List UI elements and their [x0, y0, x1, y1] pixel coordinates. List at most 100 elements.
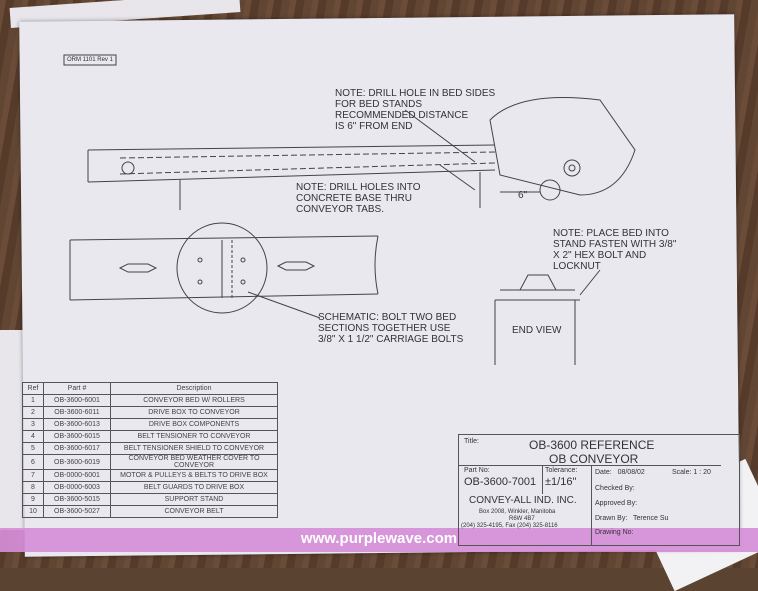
scale-label: Scale: [672, 469, 692, 476]
cell-part-number: OB-3600-6019 [43, 454, 111, 470]
note-schematic: SCHEMATIC: BOLT TWO BED SECTIONS TOGETHE… [318, 312, 463, 345]
cell-part-number: OB-0000-6003 [43, 481, 111, 494]
note-line: 3/8" X 1 1/2" CARRIAGE BOLTS [318, 334, 464, 345]
cell-ref: 1 [22, 394, 44, 407]
note-drill-base: NOTE: DRILL HOLES INTO CONCRETE BASE THR… [296, 182, 420, 215]
approved-by: Approved By: [595, 500, 638, 507]
cell-part-number: OB-0000-6001 [43, 469, 111, 482]
drawn-by-label: Drawn By: [595, 515, 628, 522]
drawing-no: Drawing No: [595, 529, 634, 536]
cell-ref: 3 [22, 418, 44, 431]
header-description: Description [110, 382, 278, 395]
watermark-band [0, 528, 758, 552]
cell-description: CONVEYOR BED WEATHER COVER TO CONVEYOR [110, 454, 278, 470]
note-line: RECOMMENDED DISTANCE [335, 110, 469, 121]
note-line: X 2" HEX BOLT AND [553, 250, 647, 261]
end-view [494, 269, 601, 365]
dimension-label: 6" [518, 190, 528, 201]
company-name: CONVEY-ALL IND. INC. [469, 495, 577, 506]
cell-part-number: OB-3600-5027 [43, 505, 111, 518]
cell-part-number: OB-3600-5015 [43, 493, 111, 506]
cell-ref: 5 [22, 442, 44, 455]
cell-part-number: OB-3600-6011 [43, 406, 111, 419]
date-field: Date: 08/08/02 [595, 469, 645, 476]
conveyor-side-view [87, 97, 636, 210]
cell-description: BELT TENSIONER SHIELD TO CONVEYOR [110, 442, 278, 455]
bed-joint-plan-view [69, 222, 379, 319]
checked-by: Checked By: [595, 485, 635, 492]
cell-description: DRIVE BOX TO CONVEYOR [110, 406, 278, 419]
phone: (204) 325-4195, Fax (204) 325-8116 [461, 523, 558, 529]
cell-ref: 6 [22, 454, 44, 470]
note-line: FOR BED STANDS [335, 99, 423, 110]
header-part: Part # [43, 382, 111, 395]
scale: 1 : 20 [693, 469, 711, 476]
cell-description: CONVEYOR BELT [110, 505, 278, 518]
cell-description: DRIVE BOX COMPONENTS [110, 418, 278, 431]
cell-ref: 7 [22, 469, 44, 482]
tolerance-label: Tolerance: [545, 467, 578, 474]
note-line: NOTE: PLACE BED INTO [553, 228, 669, 239]
divider [542, 466, 543, 494]
cell-description: MOTOR & PULLEYS & BELTS TO DRIVE BOX [110, 469, 278, 482]
divider [591, 466, 592, 546]
cell-ref: 8 [22, 481, 44, 494]
tolerance: ±1/16" [545, 476, 577, 488]
note-line: CONVEYOR TABS. [296, 204, 384, 215]
address-line: R6W 4B7 [509, 516, 535, 522]
scale-field: Scale: 1 : 20 [672, 469, 711, 476]
cell-ref: 10 [22, 505, 44, 518]
conveyor-drawing [63, 54, 636, 365]
title-cell [459, 435, 721, 466]
header-ref: Ref [22, 382, 44, 395]
cell-ref: 2 [22, 406, 44, 419]
note-line: STAND FASTEN WITH 3/8" [553, 239, 677, 250]
date-label: Date: [595, 469, 612, 476]
cell-part-number: OB-3600-6013 [43, 418, 111, 431]
note-line: SCHEMATIC: BOLT TWO BED [318, 312, 457, 323]
note-line: NOTE: DRILL HOLE IN BED SIDES [335, 88, 496, 99]
watermark-text: www.purplewave.com [300, 530, 458, 547]
drawing-title: OB-3600 REFERENCE [529, 438, 655, 452]
drawn-by-field: Drawn By: Terence Su [595, 515, 668, 522]
note-place-bed: NOTE: PLACE BED INTO STAND FASTEN WITH 3… [553, 228, 676, 272]
note-line: NOTE: DRILL HOLES INTO [296, 182, 421, 193]
cell-part-number: OB-3600-6001 [43, 394, 111, 407]
date: 08/08/02 [617, 469, 645, 476]
address-line: Box 2008, Winkler, Manitoba [479, 509, 556, 515]
form-label: ORM 1101 Rev 1 [67, 57, 113, 63]
cell-part-number: OB-3600-6015 [43, 430, 111, 443]
drawing-subtitle: OB CONVEYOR [549, 452, 639, 466]
note-line: CONCRETE BASE THRU [296, 193, 412, 204]
form-label-box [63, 54, 117, 66]
cell-ref: 9 [22, 493, 44, 506]
title-block: Title: OB-3600 REFERENCE OB CONVEYOR Par… [458, 434, 740, 546]
cell-description: CONVEYOR BED W/ ROLLERS [110, 394, 278, 407]
note-line: SECTIONS TOGETHER USE [318, 323, 451, 334]
part-no: OB-3600-7001 [464, 476, 537, 488]
table-header-row: Ref Part # Description [22, 382, 278, 395]
note-drill-bed-sides: NOTE: DRILL HOLE IN BED SIDES FOR BED ST… [335, 88, 495, 132]
cell-ref: 4 [22, 430, 44, 443]
note-line: LOCKNUT [553, 261, 601, 272]
part-no-label: Part No: [464, 467, 490, 474]
cell-part-number: OB-3600-6017 [43, 442, 111, 455]
title-label: Title: [464, 438, 479, 445]
note-line: IS 6" FROM END [335, 121, 413, 132]
cell-description: BELT GUARDS TO DRIVE BOX [110, 481, 278, 494]
drawn-by: Terence Su [633, 515, 669, 522]
end-view-label: END VIEW [512, 325, 562, 336]
cell-description: BELT TENSIONER TO CONVEYOR [110, 430, 278, 443]
cell-description: SUPPORT STAND [110, 493, 278, 506]
